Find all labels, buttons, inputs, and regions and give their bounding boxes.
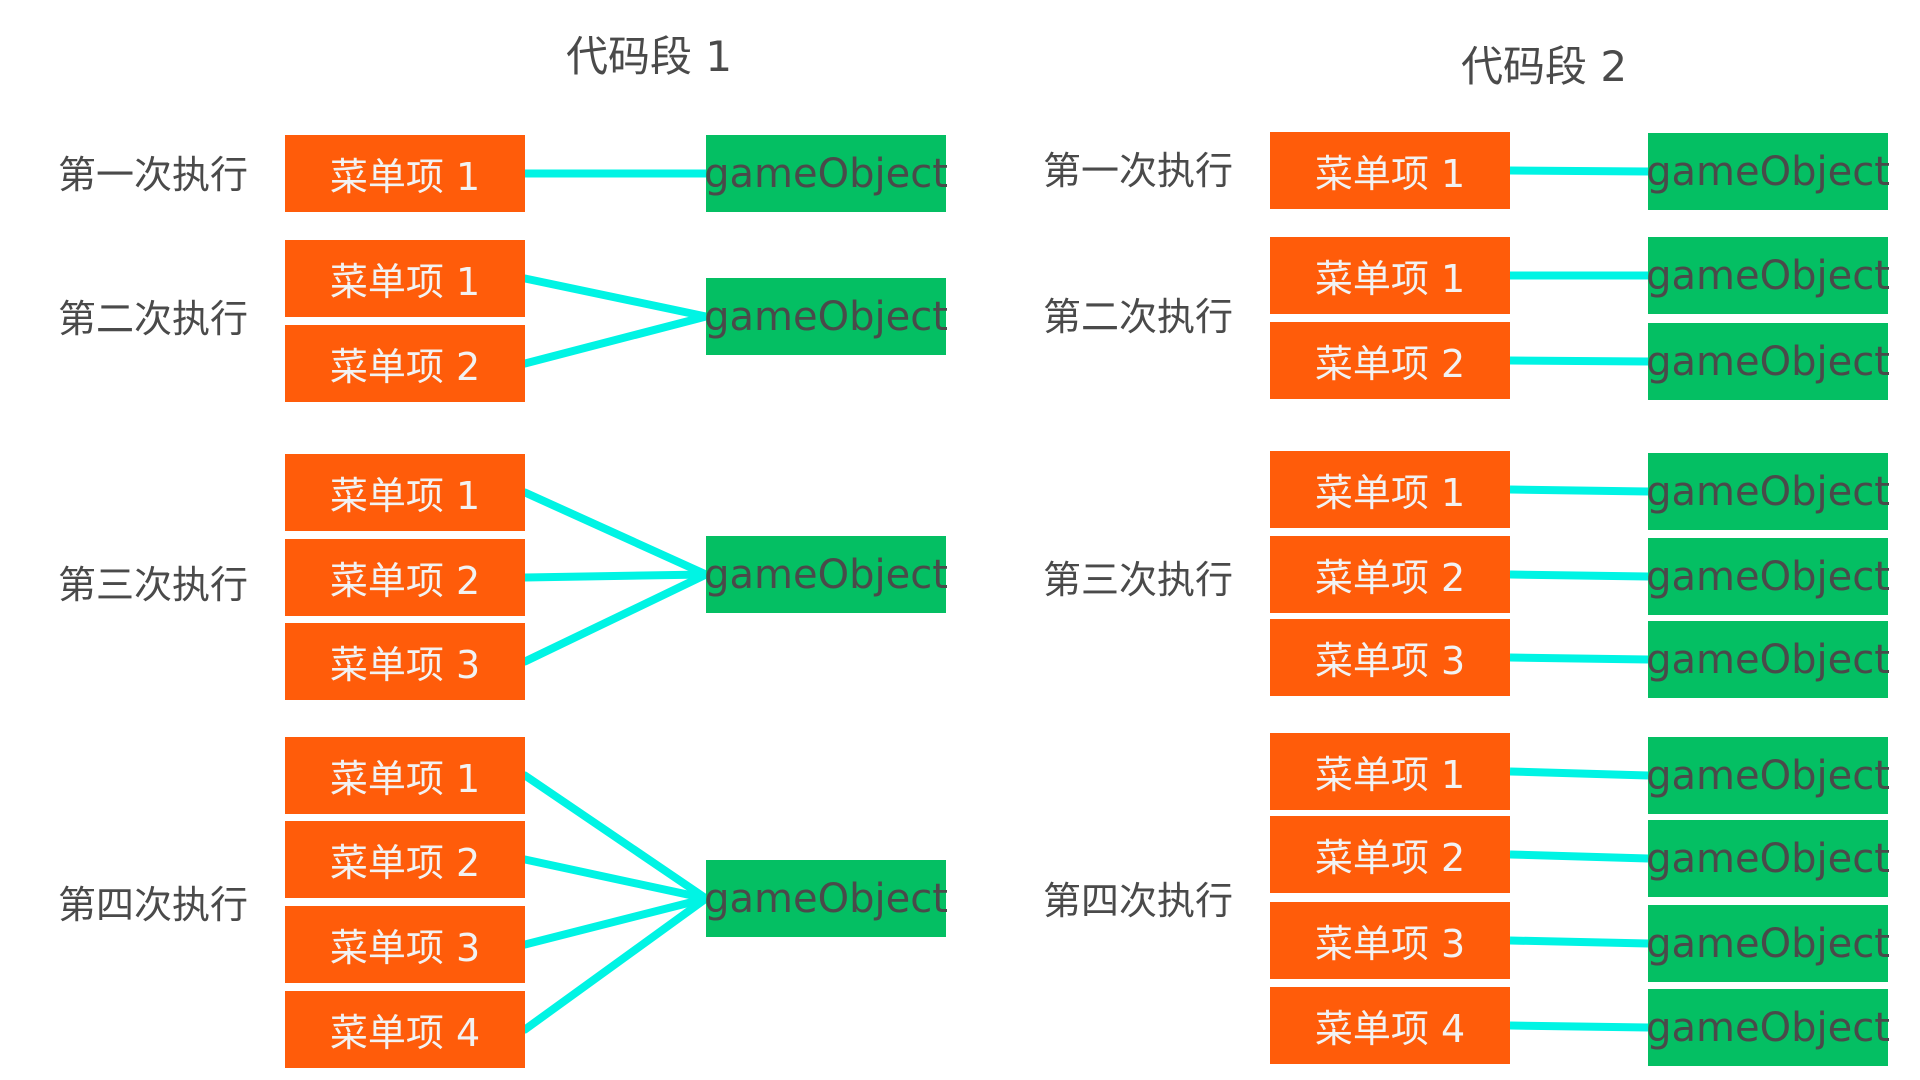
execution-label-third: 第三次执行 xyxy=(57,563,248,607)
execution-label-fourth: 第四次执行 xyxy=(1042,879,1233,923)
panel-title-code-segment-2: 代码段 2 xyxy=(1461,42,1628,91)
game-object-box: gameObject xyxy=(1646,737,1890,814)
menu-item-box: 菜单项 1 xyxy=(1270,237,1510,314)
menu-item-box: 菜单项 2 xyxy=(285,325,525,402)
menu-item-box: 菜单项 3 xyxy=(285,906,525,983)
game-object-box: gameObject xyxy=(1646,820,1890,897)
game-object-box: gameObject xyxy=(704,536,948,613)
menu-item-box: 菜单项 1 xyxy=(1270,451,1510,528)
game-object-box: gameObject xyxy=(1646,453,1890,530)
menu-item-box: 菜单项 3 xyxy=(1270,902,1510,979)
menu-item-box: 菜单项 2 xyxy=(1270,816,1510,893)
execution-label-fourth: 第四次执行 xyxy=(57,883,248,927)
connector-line xyxy=(521,894,710,1034)
execution-label-second: 第二次执行 xyxy=(57,297,248,341)
game-object-box: gameObject xyxy=(1646,621,1890,698)
menu-item-box: 菜单项 1 xyxy=(285,135,525,212)
connector-line xyxy=(1509,166,1649,176)
game-object-box: gameObject xyxy=(1646,989,1890,1066)
connector-line xyxy=(1509,767,1649,780)
game-object-box: gameObject xyxy=(1646,538,1890,615)
menu-item-box: 菜单项 2 xyxy=(1270,322,1510,399)
menu-item-box: 菜单项 1 xyxy=(285,454,525,531)
connector-line xyxy=(1509,1021,1649,1032)
menu-item-box: 菜单项 1 xyxy=(285,240,525,317)
connector-line xyxy=(521,894,710,949)
connector-line xyxy=(521,570,710,582)
menu-item-box: 菜单项 3 xyxy=(285,623,525,700)
menu-item-box: 菜单项 4 xyxy=(1270,987,1510,1064)
execution-label-first: 第一次执行 xyxy=(57,153,248,197)
game-object-box: gameObject xyxy=(1646,905,1890,982)
connector-line xyxy=(1509,485,1649,496)
connector-line xyxy=(1509,570,1649,581)
execution-label-third: 第三次执行 xyxy=(1042,558,1233,602)
menu-item-box: 菜单项 3 xyxy=(1270,619,1510,696)
menu-item-box: 菜单项 1 xyxy=(1270,733,1510,810)
menu-item-box: 菜单项 2 xyxy=(285,539,525,616)
connector-line xyxy=(1509,850,1649,863)
game-object-box: gameObject xyxy=(704,135,948,212)
connector-line xyxy=(1509,356,1649,366)
connector-line xyxy=(521,312,710,368)
menu-item-box: 菜单项 2 xyxy=(1270,536,1510,613)
game-object-box: gameObject xyxy=(1646,237,1890,314)
connector-line xyxy=(521,855,710,903)
connector-line xyxy=(1509,653,1649,664)
game-object-box: gameObject xyxy=(704,860,948,937)
connector-line xyxy=(521,274,710,321)
connector-line xyxy=(521,488,710,579)
menu-item-box: 菜单项 2 xyxy=(285,821,525,898)
game-object-box: gameObject xyxy=(704,278,948,355)
game-object-box: gameObject xyxy=(1646,133,1890,210)
menu-item-box: 菜单项 1 xyxy=(1270,132,1510,209)
execution-label-second: 第二次执行 xyxy=(1042,295,1233,339)
menu-item-box: 菜单项 4 xyxy=(285,991,525,1068)
execution-label-first: 第一次执行 xyxy=(1042,149,1233,193)
connector-line xyxy=(521,771,710,903)
panel-title-code-segment-1: 代码段 1 xyxy=(566,32,733,81)
menu-item-box: 菜单项 1 xyxy=(285,737,525,814)
game-object-box: gameObject xyxy=(1646,323,1890,400)
connector-line xyxy=(521,570,710,666)
connector-line xyxy=(1509,936,1649,948)
